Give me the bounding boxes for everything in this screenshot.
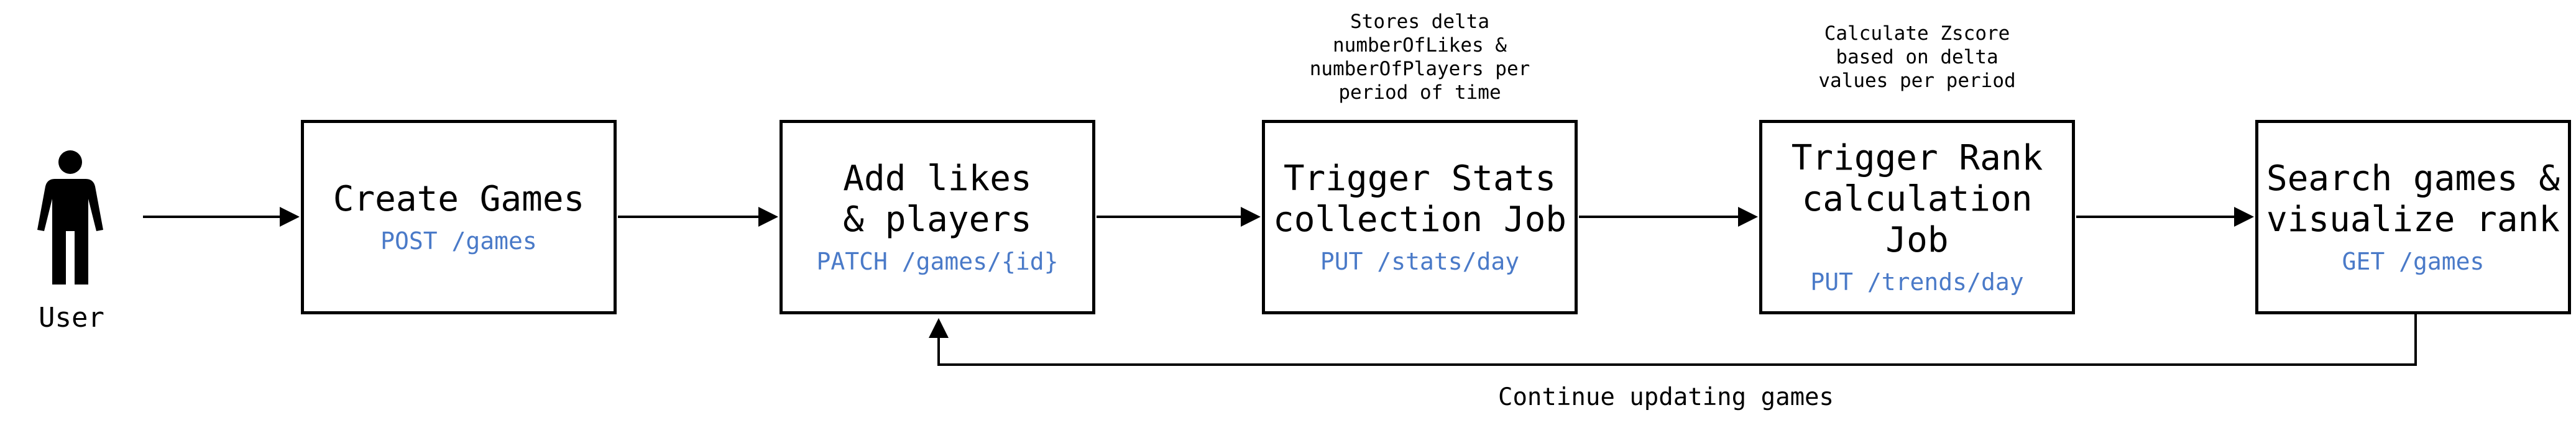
loop-label: Continue updating games	[1497, 383, 1834, 411]
rank-job-box: Trigger Rank calculation Job PUT /trends…	[1759, 120, 2075, 314]
stats-note: Stores delta numberOfLikes & numberOfPla…	[1309, 11, 1530, 104]
create-games-box: Create Games POST /games	[301, 120, 617, 314]
create-games-title: Create Games	[333, 178, 585, 219]
add-likes-endpoint: PATCH /games/{id}	[816, 247, 1059, 275]
person-icon	[37, 150, 103, 285]
search-box: Search games & visualize rank GET /games	[2255, 120, 2571, 314]
search-endpoint: GET /games	[2342, 247, 2485, 275]
rank-job-title: Trigger Rank calculation Job	[1791, 137, 2043, 260]
stats-job-title: Trigger Stats collection Job	[1272, 158, 1566, 240]
user-label: User	[39, 302, 104, 334]
add-likes-title: Add likes & players	[843, 158, 1032, 240]
stats-job-endpoint: PUT /stats/day	[1320, 247, 1520, 275]
rank-note: Calculate Zscore based on delta values p…	[1818, 22, 2016, 92]
stats-job-box: Trigger Stats collection Job PUT /stats/…	[1262, 120, 1578, 314]
rank-job-endpoint: PUT /trends/day	[1810, 268, 2024, 296]
create-games-endpoint: POST /games	[380, 227, 537, 255]
loop-arrow	[929, 314, 2417, 366]
search-title: Search games & visualize rank	[2266, 158, 2560, 240]
add-likes-box: Add likes & players PATCH /games/{id}	[780, 120, 1095, 314]
